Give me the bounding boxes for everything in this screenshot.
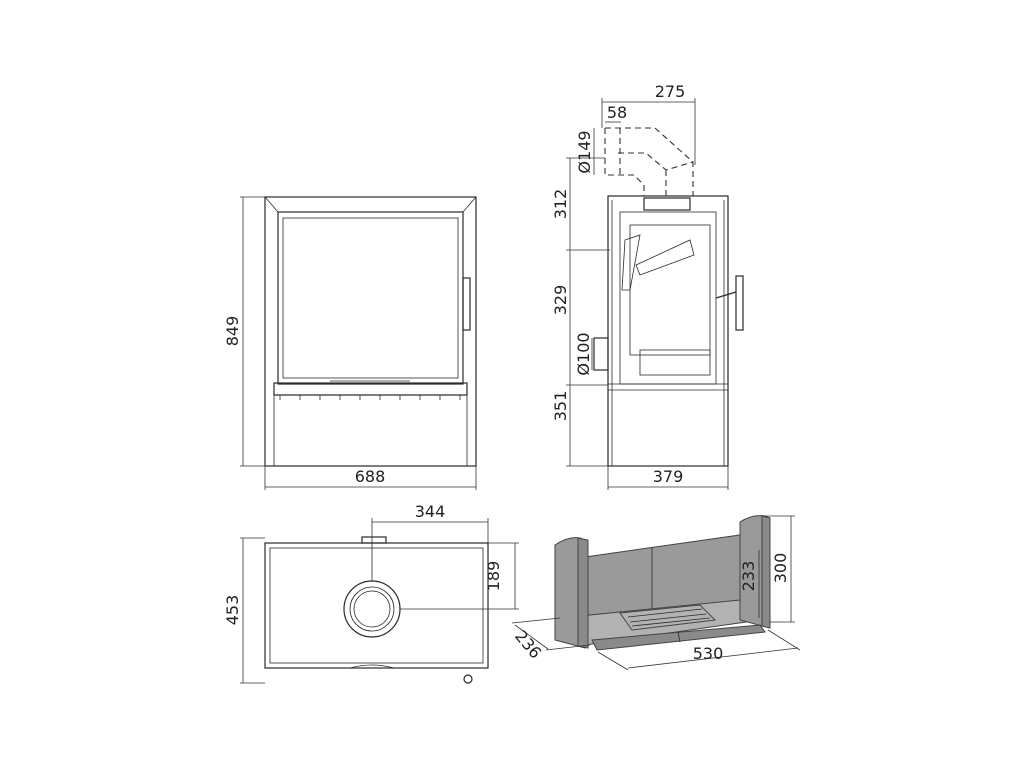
rear-flue-outlet bbox=[593, 337, 609, 371]
top-flue-collar bbox=[343, 580, 401, 638]
flue-offset-large-label: 275 bbox=[655, 82, 686, 101]
side-handle bbox=[735, 275, 744, 331]
top-depth-label: 453 bbox=[223, 595, 242, 626]
top-flue-y-label: 189 bbox=[484, 561, 503, 592]
firebox-inner-height-label: 233 bbox=[739, 561, 758, 592]
side-dim-top-label: 312 bbox=[551, 189, 570, 220]
top-view: 344 189 453 bbox=[223, 502, 519, 684]
side-depth-label: 379 bbox=[653, 467, 684, 486]
firebox-view: 233 300 236 530 bbox=[511, 515, 801, 671]
firebox-depth-label: 236 bbox=[511, 627, 545, 663]
side-dim-middle-label: 329 bbox=[551, 285, 570, 316]
foot-icon bbox=[463, 674, 473, 684]
front-width-label: 688 bbox=[355, 467, 386, 486]
front-height-label: 849 bbox=[223, 316, 242, 347]
firebox-width-label: 530 bbox=[693, 644, 724, 663]
front-view: 849 688 bbox=[223, 196, 477, 490]
top-flue-x-label: 344 bbox=[415, 502, 446, 521]
flue-diameter-top-label: Ø149 bbox=[575, 130, 594, 173]
side-view: 312 329 351 Ø149 Ø100 275 58 379 bbox=[551, 82, 744, 490]
side-dim-bottom-label: 351 bbox=[551, 391, 570, 422]
firebox-outer-height-label: 300 bbox=[771, 553, 790, 584]
flue-offset-small-label: 58 bbox=[607, 103, 627, 122]
door-handle bbox=[462, 277, 471, 331]
flue-diameter-rear-label: Ø100 bbox=[574, 332, 593, 375]
